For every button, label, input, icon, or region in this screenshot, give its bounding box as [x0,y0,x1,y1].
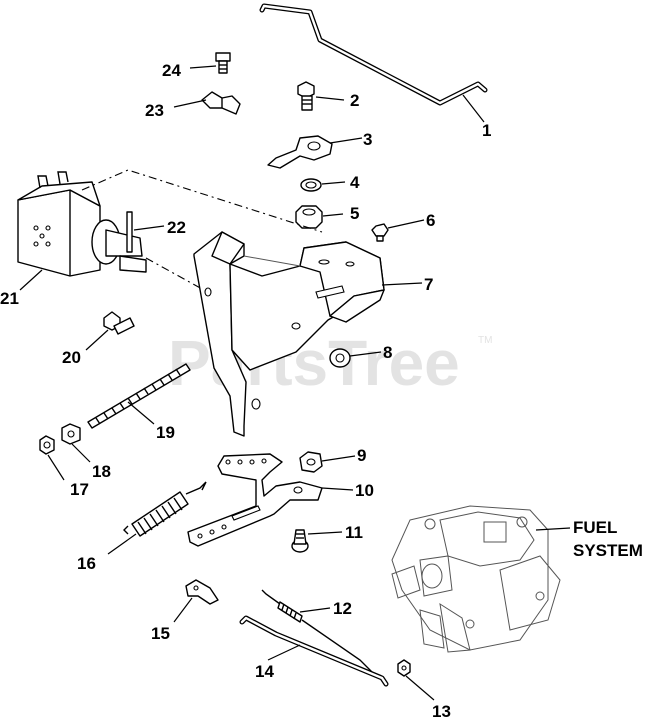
callout-4: 4 [350,173,360,192]
leader-19 [127,401,155,425]
callout-6: 6 [426,211,435,230]
callout-9: 9 [357,446,366,465]
callout-3: 3 [363,130,372,149]
leader-8 [349,351,382,357]
leader-lines [19,65,571,701]
watermark-trademark: TM [478,335,492,346]
leader-1 [462,94,485,123]
part-8-washer [329,348,351,368]
part-15-clip [185,579,219,605]
leader-24 [189,65,217,69]
callout-1: 1 [482,121,491,140]
callout-5: 5 [350,204,359,223]
callout-8: 8 [383,343,392,362]
part-7-bracket [193,231,385,437]
callout-12: 12 [333,599,352,618]
leader-9 [321,455,356,462]
part-18-nut [61,423,81,445]
fuel-system-label-line1: FUEL [573,518,617,537]
leader-2 [315,96,345,101]
part-21-solenoid [17,171,147,277]
leader-13 [405,675,435,701]
part-17-nut [39,435,55,455]
callout-labels: 1 2 3 4 5 6 7 8 9 10 11 12 13 14 15 16 1… [0,61,643,718]
part-22-pin [126,211,133,253]
callout-10: 10 [355,481,374,500]
callout-20: 20 [62,348,81,367]
leader-22 [133,225,165,231]
callout-2: 2 [350,91,359,110]
part-13-nut [397,659,411,677]
callout-18: 18 [92,462,111,481]
leader-16 [107,533,137,555]
leader-fuel-system [535,527,571,531]
callout-16: 16 [77,554,96,573]
fuel-system-label-line2: SYSTEM [573,541,643,560]
leader-3 [329,137,363,144]
leader-6 [387,219,425,229]
leader-11 [307,531,343,535]
leader-10 [321,487,354,491]
part-16-spring [123,481,207,537]
part-2-screw [297,81,315,111]
fuel-system-carburetor [391,505,561,653]
part-6-screw [371,223,389,242]
callout-17: 17 [70,480,89,499]
part-1-throttle-rod [259,3,488,106]
callout-23: 23 [145,101,164,120]
part-9-nut [299,451,323,473]
part-3-lever [267,135,333,169]
callout-22: 22 [167,218,186,237]
callout-15: 15 [151,624,170,643]
leader-21 [19,269,43,291]
callout-19: 19 [156,423,175,442]
part-4-o-ring [300,178,322,192]
leader-14 [267,644,301,661]
leader-5 [322,213,344,217]
leader-23 [173,99,207,108]
part-12-spring-link [261,589,375,675]
leader-18 [71,443,91,463]
leader-4 [321,181,346,185]
part-5-bushing [295,205,323,229]
part-10-governor-lever [187,453,323,547]
leader-7 [381,282,423,286]
part-19-threaded-rod [87,363,191,429]
callout-14: 14 [255,662,274,681]
part-24-bolt [215,52,231,74]
part-14-rod [239,615,389,687]
leader-17 [47,454,65,481]
part-11-pin [291,529,309,553]
callout-24: 24 [162,61,181,80]
callout-21: 21 [0,289,19,308]
part-23-clip [201,91,241,115]
leader-12 [299,607,331,613]
callout-11: 11 [345,523,363,542]
callout-13: 13 [432,702,451,718]
part-20-bolt [103,311,135,335]
leader-20 [85,329,109,351]
leader-15 [173,597,193,623]
callout-7: 7 [424,275,433,294]
